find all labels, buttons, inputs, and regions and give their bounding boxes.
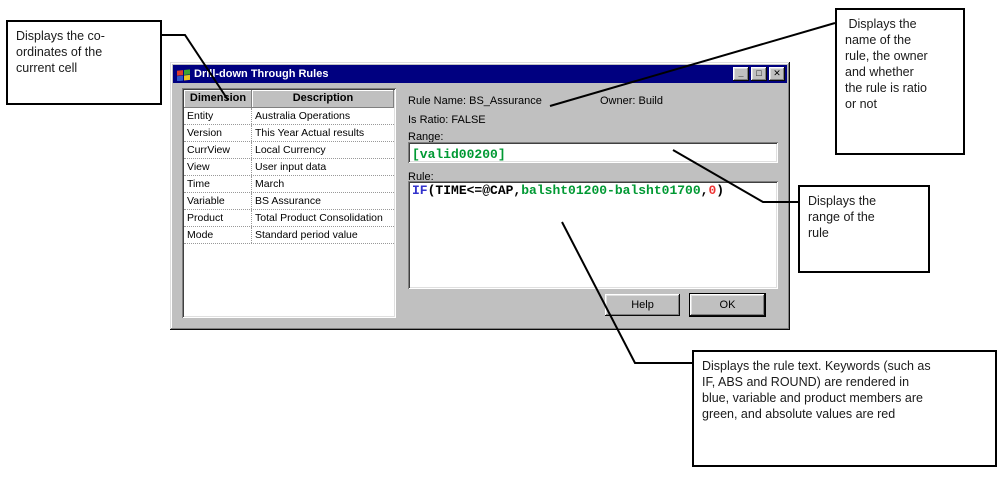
dimension-cell: Product (184, 210, 252, 226)
description-cell: March (255, 178, 285, 190)
maximize-button[interactable]: □ (751, 67, 767, 81)
close-button[interactable]: ✕ (769, 67, 785, 81)
dialog-title: Drill-down Through Rules (194, 68, 329, 80)
rule-label: Rule: (408, 171, 434, 183)
help-button[interactable]: Help (605, 294, 680, 316)
callout-rule-name: Displays the name of the rule, the owner… (835, 8, 965, 155)
column-header-description: Description (252, 90, 394, 108)
ok-button[interactable]: OK (689, 293, 766, 317)
rule-token: ) (716, 183, 725, 198)
description-cell: BS Assurance (255, 195, 321, 207)
dimension-cell: Time (184, 176, 252, 192)
description-cell: User input data (255, 161, 327, 173)
rule-textarea[interactable]: IF(TIME<=@CAP,balsht01200-balsht01700,0) (408, 181, 778, 289)
dimension-cell: Mode (184, 227, 252, 243)
dimension-cell: Version (184, 125, 252, 141)
column-header-dimension: Dimension (184, 90, 252, 108)
app-icon (175, 68, 191, 81)
description-cell: Local Currency (255, 144, 326, 156)
callout-rule-text: Displays the rule text. Keywords (such a… (692, 350, 997, 467)
rule-token: IF (412, 183, 428, 198)
dialog-titlebar[interactable]: Drill-down Through Rules _ □ ✕ (173, 65, 787, 83)
callout-range: Displays the range of the rule (798, 185, 930, 273)
rule-token: (TIME<=@CAP, (427, 183, 522, 198)
dimension-cell: View (184, 159, 252, 175)
rule-name-label: Rule Name: BS_Assurance (408, 95, 542, 107)
description-cell: Australia Operations (255, 110, 351, 122)
dimension-cell: Entity (184, 108, 252, 124)
dimension-cell: Variable (184, 193, 252, 209)
rule-token: balsht01200-balsht01700 (521, 183, 701, 198)
minimize-button[interactable]: _ (733, 67, 749, 81)
dimension-cell: CurrView (184, 142, 252, 158)
description-cell: Standard period value (255, 229, 358, 241)
description-cell: This Year Actual results (255, 127, 365, 139)
range-field[interactable]: [valid00200] (408, 142, 778, 163)
range-label: Range: (408, 131, 444, 143)
is-ratio-label: Is Ratio: FALSE (408, 114, 486, 126)
owner-label: Owner: Build (600, 95, 663, 107)
description-cell: Total Product Consolidation (255, 212, 383, 224)
drilldown-rules-dialog: Drill-down Through Rules _ □ ✕ Dimension… (170, 62, 790, 330)
range-value: [valid00200] (412, 147, 506, 162)
callout-current-cell: Displays the co- ordinates of the curren… (6, 20, 162, 105)
rule-text: IF(TIME<=@CAP,balsht01200-balsht01700,0) (412, 184, 774, 198)
table-header-row: Dimension Description (184, 90, 394, 108)
